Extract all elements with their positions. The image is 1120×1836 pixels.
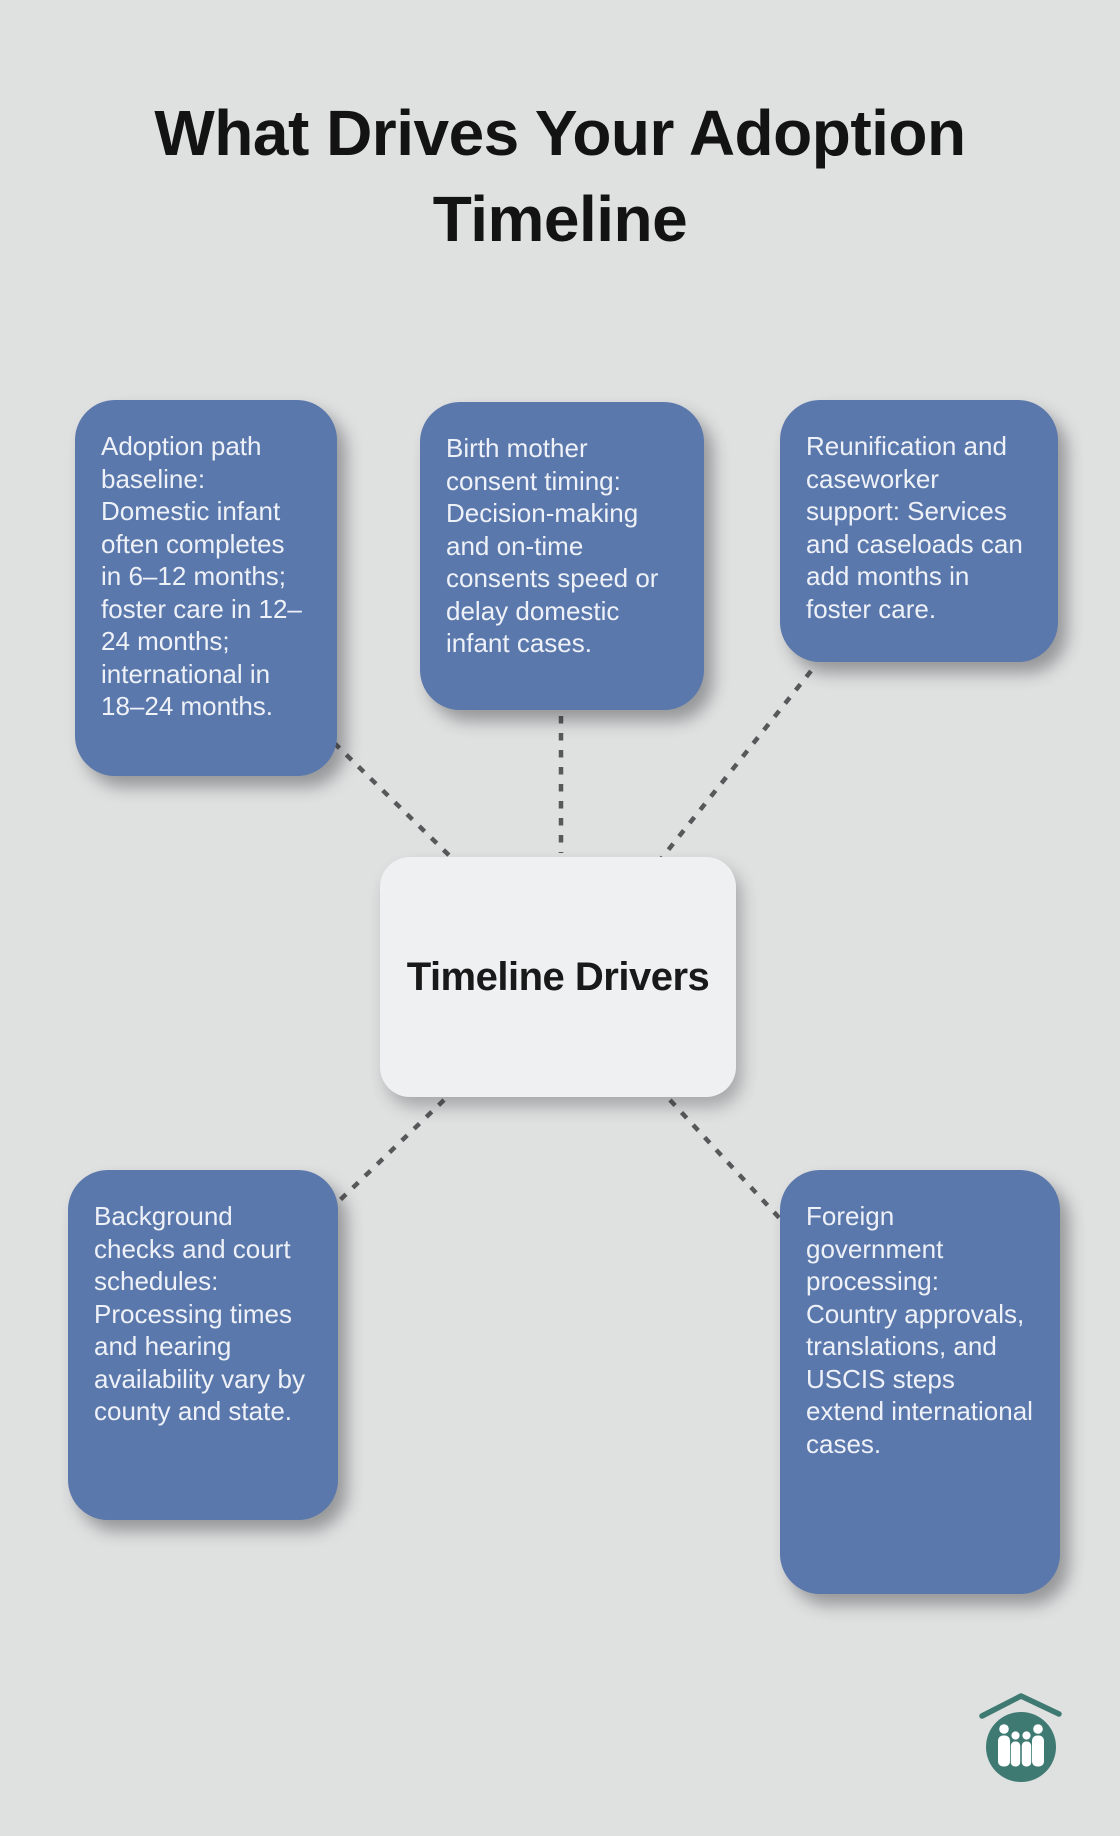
node-birth-mother-consent-timing: Birth mother consent timing: Decision-ma… (420, 402, 704, 710)
node-text: Background checks and court schedules: P… (94, 1201, 305, 1426)
connector-bottom-left (337, 1098, 446, 1203)
node-foreign-government-processing: Foreign government processing: Country a… (780, 1170, 1060, 1594)
page-title-text: What Drives Your Adoption Timeline (154, 97, 966, 255)
node-text: Foreign government processing: Country a… (806, 1201, 1033, 1459)
connector-bottom-right (668, 1098, 786, 1225)
node-reunification-caseworker-support: Reunification and caseworker support: Se… (780, 400, 1058, 662)
node-text: Reunification and caseworker support: Se… (806, 431, 1023, 624)
logo-family-figures (998, 1724, 1044, 1767)
family-under-roof-logo-icon (979, 1693, 1062, 1782)
center-node-timeline-drivers: Timeline Drivers (380, 857, 736, 1097)
page-title: What Drives Your Adoption Timeline (0, 90, 1120, 262)
logo-circle (986, 1712, 1056, 1782)
center-node-label: Timeline Drivers (406, 954, 710, 999)
node-adoption-path-baseline: Adoption path baseline: Domestic infant … (75, 400, 337, 776)
connector-top-left (320, 729, 463, 869)
node-text: Birth mother consent timing: Decision-ma… (446, 433, 659, 658)
node-text: Adoption path baseline: Domestic infant … (101, 431, 302, 721)
node-background-checks-court-schedules: Background checks and court schedules: P… (68, 1170, 338, 1520)
logo-roof (979, 1693, 1062, 1719)
